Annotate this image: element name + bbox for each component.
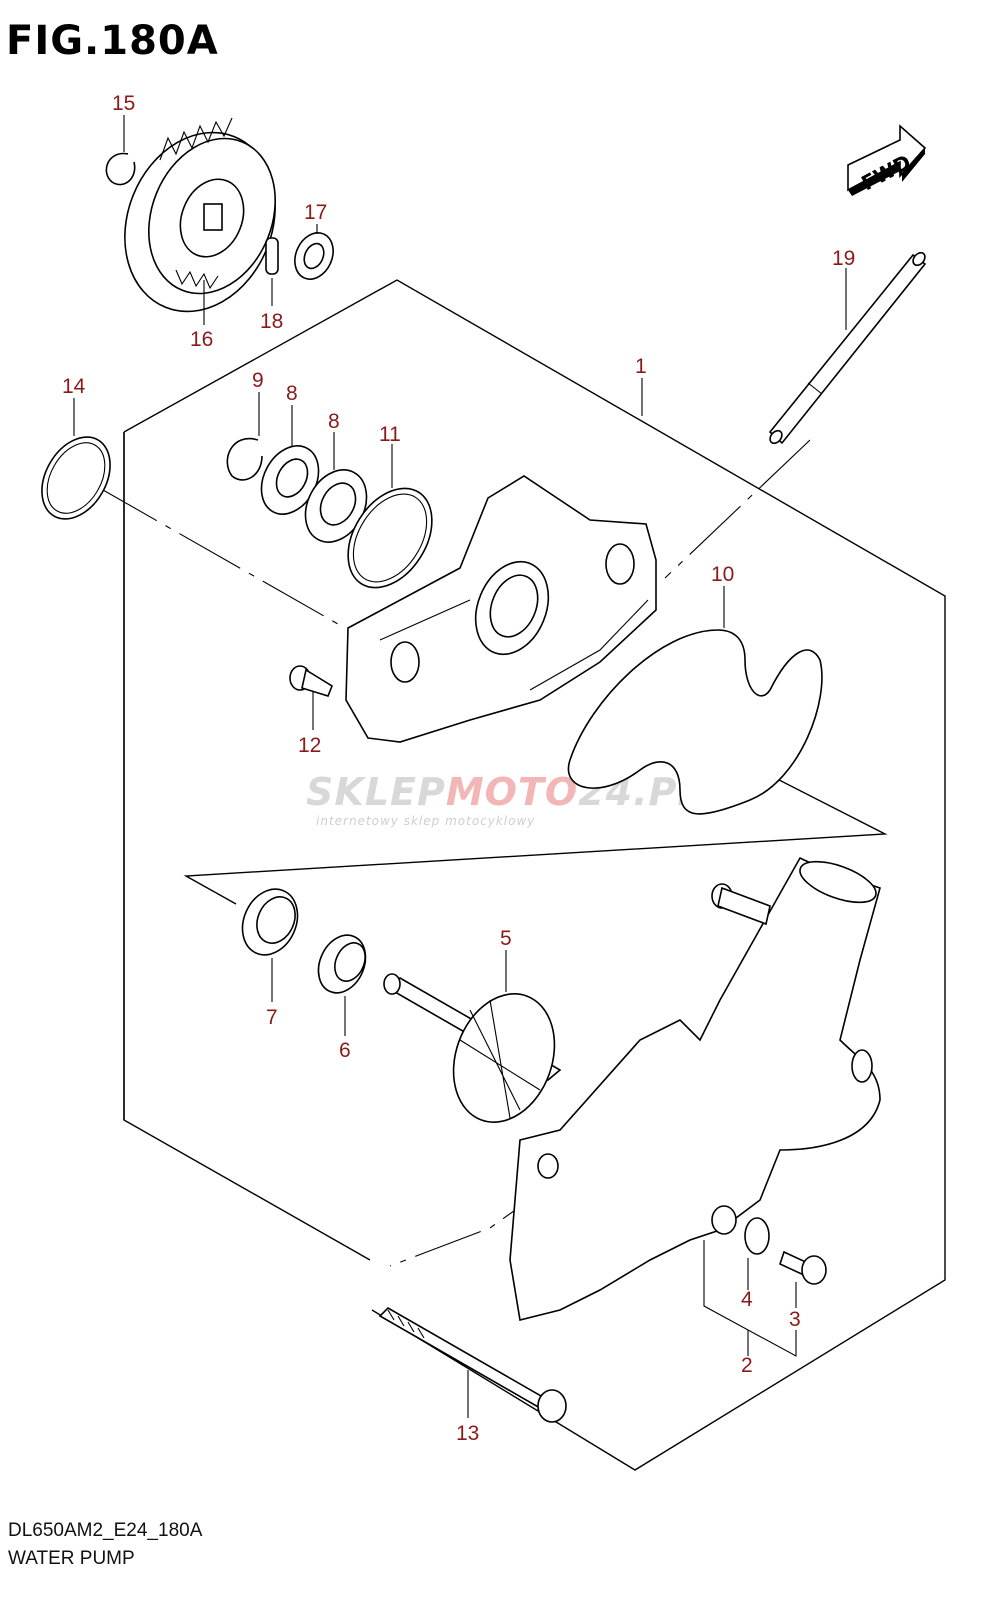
cover-pointer (183, 759, 888, 905)
pipe-19 (768, 251, 927, 445)
assembly-frame (123, 279, 946, 1471)
figure-subtitle: WATER PUMP (8, 1548, 135, 1569)
figure-code: DL650AM2_E24_180A (8, 1520, 203, 1541)
bolt-3 (779, 1250, 827, 1285)
mechanical-seal-6 (317, 934, 367, 994)
long-bolt-13 (378, 1307, 567, 1423)
figure-title: FIG.180A (6, 18, 219, 64)
callout-12: 12 (298, 734, 321, 757)
callout-8b: 8 (328, 410, 340, 433)
o-ring-14 (41, 436, 111, 520)
washer-4 (744, 1217, 770, 1255)
o-ring-11 (347, 487, 433, 589)
bearing-8a (260, 445, 320, 515)
callout-19: 19 (832, 247, 855, 270)
callout-11: 11 (379, 423, 401, 446)
callout-6: 6 (339, 1039, 351, 1062)
callout-1: 1 (635, 355, 647, 378)
callout-7: 7 (266, 1006, 278, 1029)
impeller-shaft-5 (383, 973, 562, 1123)
dowel-pin-18 (265, 237, 279, 275)
callout-15: 15 (112, 92, 135, 115)
callout-5: 5 (500, 927, 512, 950)
bolt-12 (289, 665, 333, 697)
callout-9: 9 (252, 369, 264, 392)
bearing-8b (304, 469, 368, 543)
fwd-arrow-badge: FWD (847, 124, 927, 196)
circlip-15 (105, 152, 136, 186)
callout-16: 16 (190, 328, 213, 351)
callout-13: 13 (456, 1422, 479, 1445)
callout-3: 3 (789, 1308, 801, 1331)
pump-case (509, 856, 881, 1321)
pump-cover-1 (345, 475, 657, 743)
callout-17: 17 (304, 201, 327, 224)
watermark-tagline: internetowy sklep motocyklowy (316, 814, 536, 828)
e-clip-9 (226, 437, 263, 481)
callout-4: 4 (741, 1288, 753, 1311)
washer-17 (294, 232, 334, 280)
callout-18: 18 (260, 310, 283, 333)
callout-8a: 8 (286, 382, 298, 405)
callout-14: 14 (62, 375, 86, 398)
pump-drive-gear-16 (124, 117, 276, 313)
callout-10: 10 (711, 563, 734, 586)
oil-seal-7 (241, 888, 299, 956)
gasket-10 (567, 629, 823, 815)
callout-2: 2 (741, 1354, 753, 1377)
